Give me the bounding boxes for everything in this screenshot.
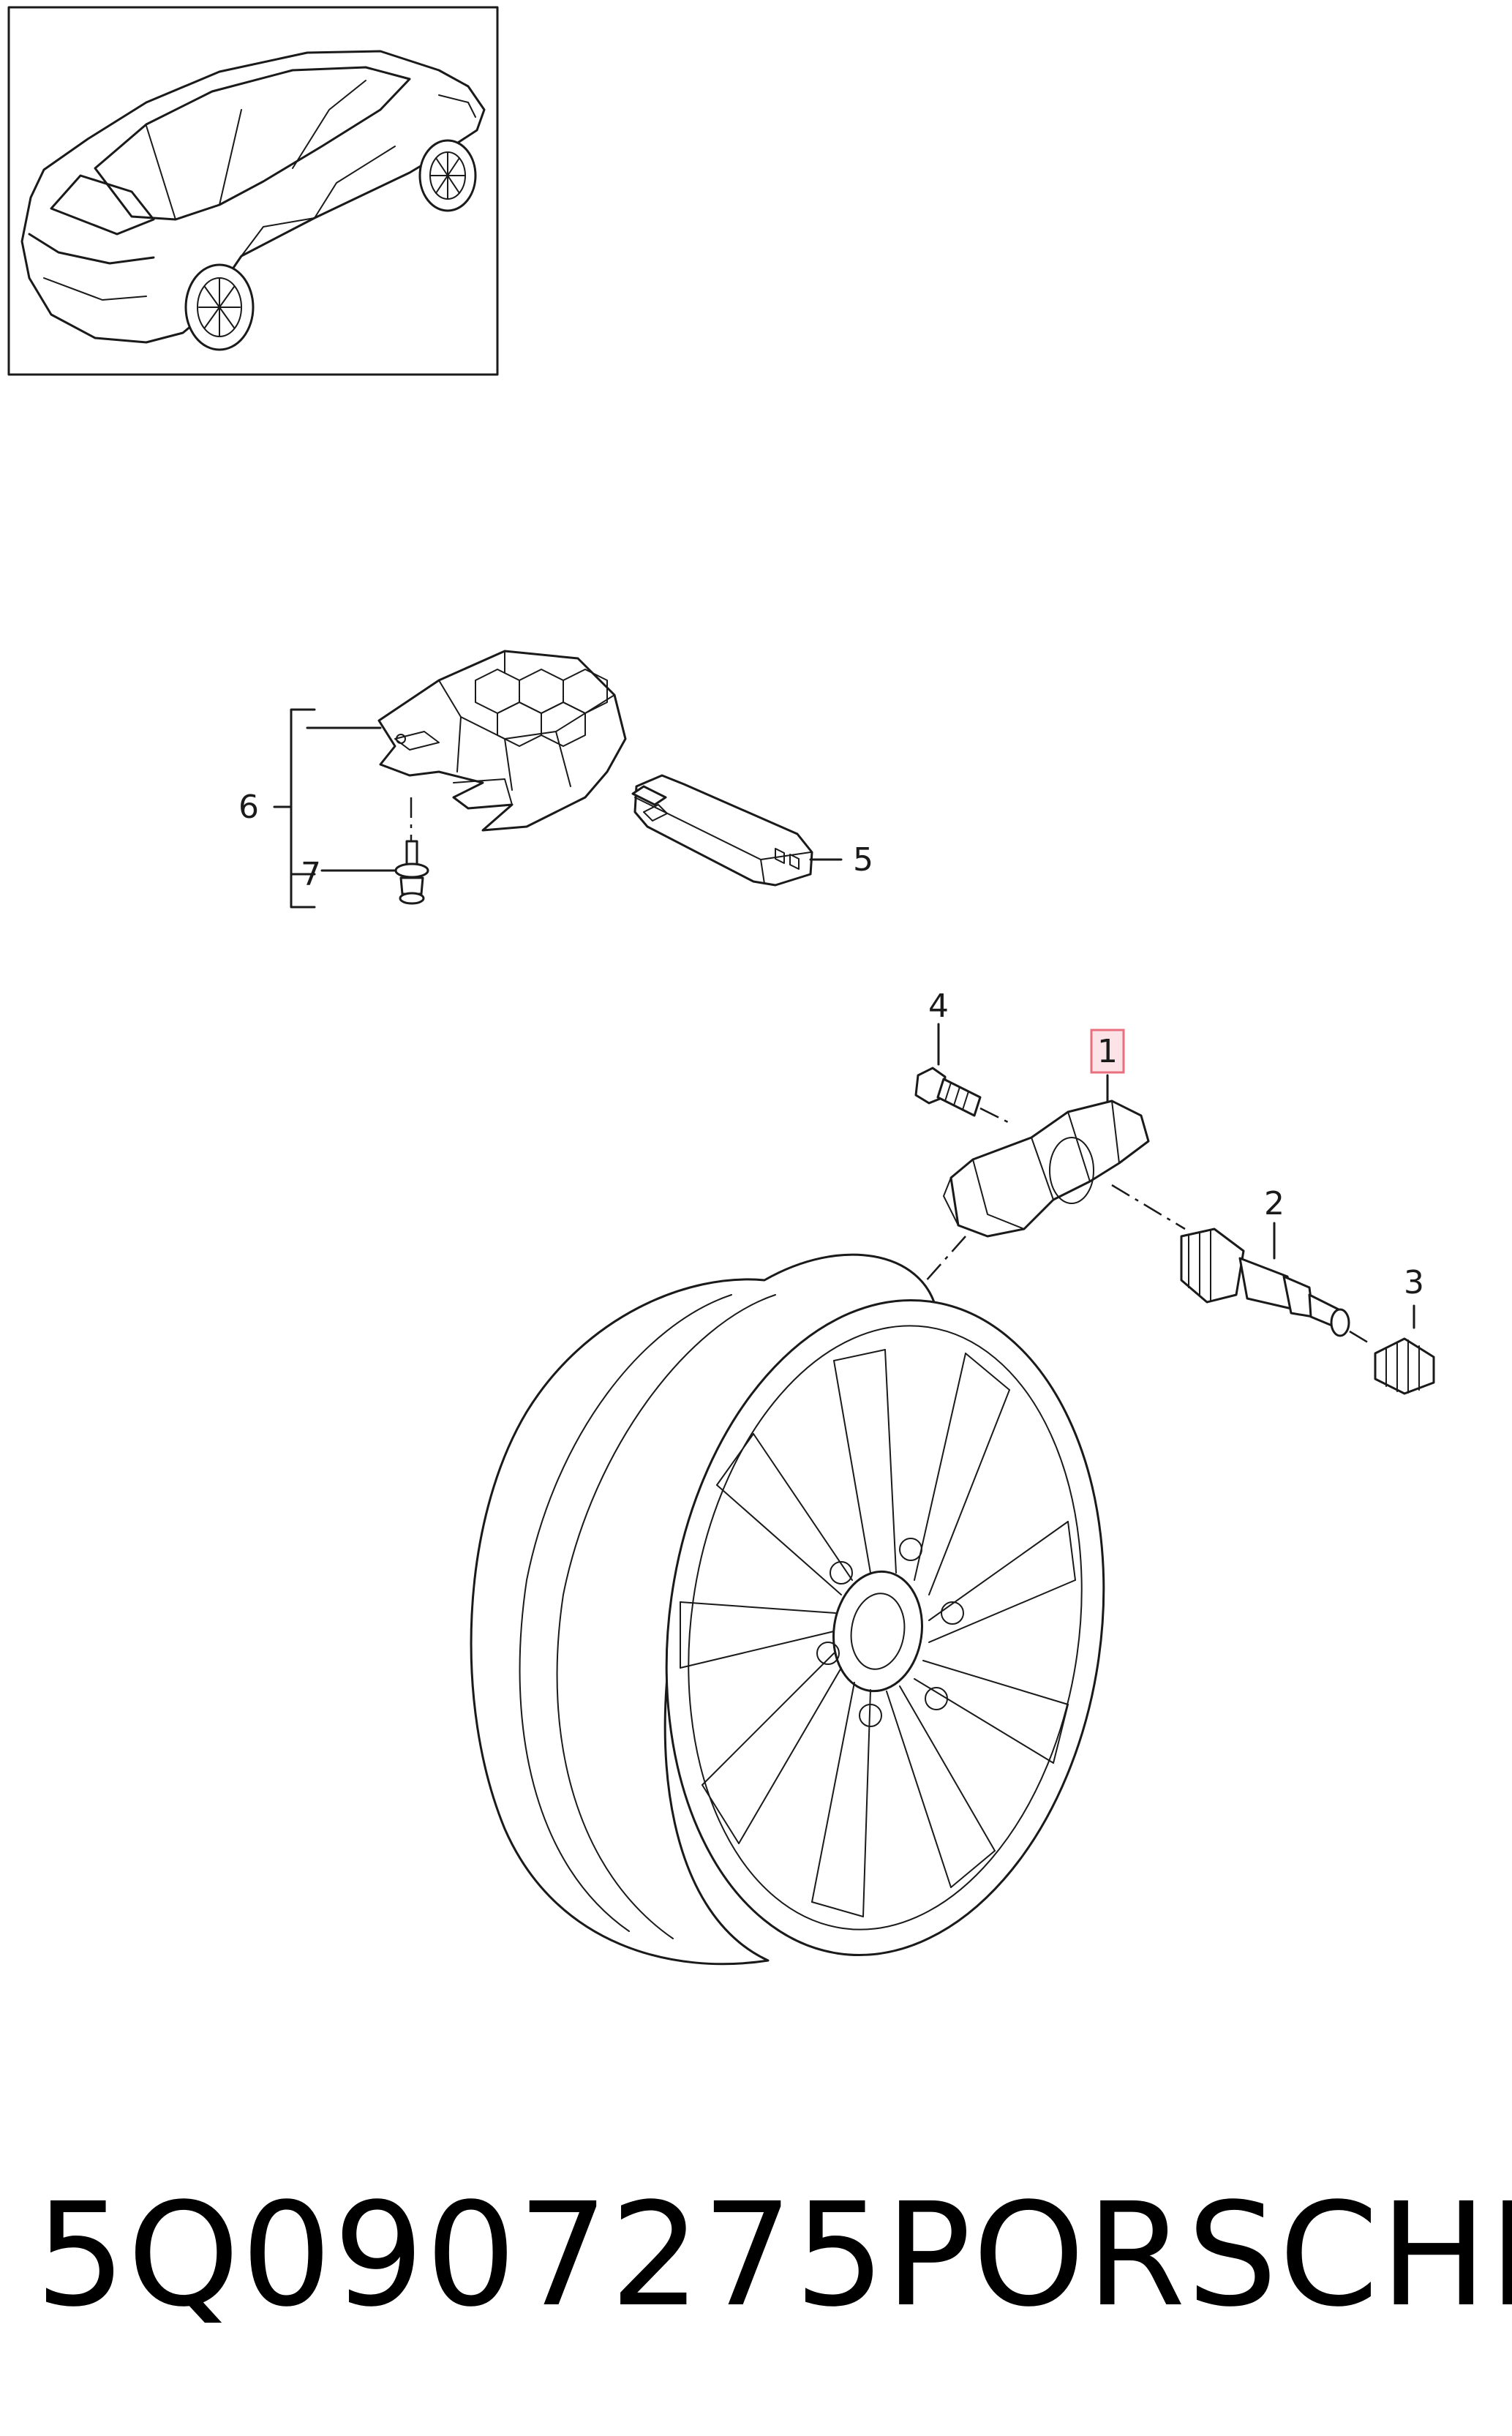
callout-2[interactable]: 2 <box>1264 1185 1285 1222</box>
part-number-label: 5Q0907275 <box>35 2172 887 2338</box>
control-unit-icon <box>631 774 843 887</box>
brand-label: PORSCHE <box>885 2172 1512 2338</box>
callout-6[interactable]: 6 <box>238 789 259 826</box>
bolt-4-icon <box>914 1023 1010 1124</box>
wheel-rim-icon <box>470 1253 1105 1966</box>
car-overview-icon <box>7 6 499 376</box>
callout-3[interactable]: 3 <box>1404 1264 1424 1301</box>
group-bracket <box>273 708 402 909</box>
screw-7-icon <box>394 797 429 905</box>
callout-5[interactable]: 5 <box>853 841 873 879</box>
callout-1[interactable]: 1 <box>1097 1033 1118 1070</box>
front-wheel-icon <box>418 139 477 212</box>
callout-4[interactable]: 4 <box>928 988 949 1025</box>
tpms-sensor-icon <box>943 1099 1150 1238</box>
sensor-bracket-icon <box>377 650 627 832</box>
valve-stem-icon <box>1111 1184 1369 1344</box>
callout-7[interactable]: 7 <box>301 856 321 893</box>
rear-wheel-icon <box>184 263 255 351</box>
valve-cap-icon <box>1374 1304 1435 1395</box>
